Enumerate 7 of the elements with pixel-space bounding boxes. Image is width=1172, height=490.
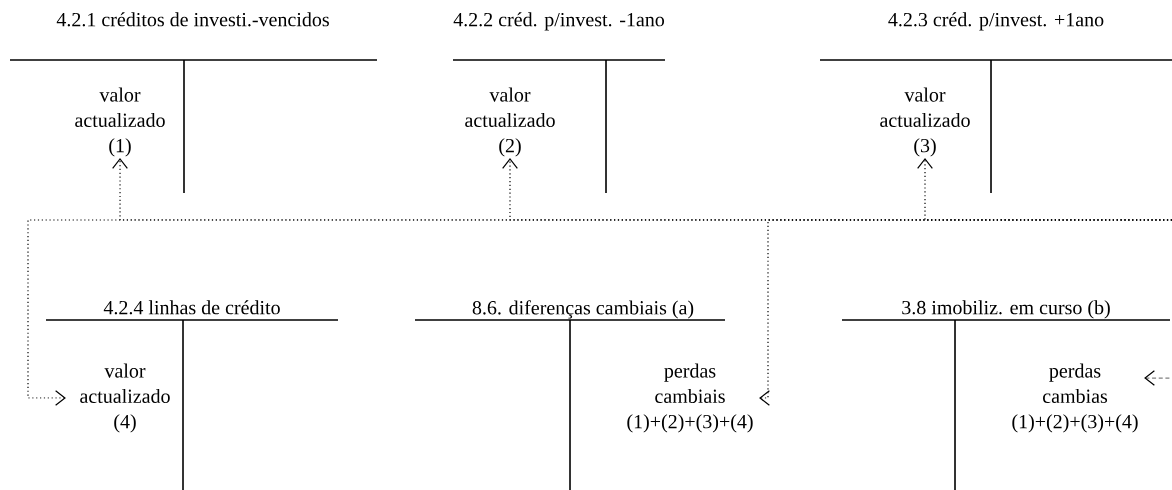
entry-text: valor actualizado (2) [465, 87, 555, 157]
arrow [759, 219, 1172, 406]
entry-text: perdas cambias (1)+(2)+(3)+(4) [1012, 363, 1138, 433]
entry-text: valor actualizado (3) [880, 87, 970, 157]
entry-text: perdas cambiais (1)+(2)+(3)+(4) [627, 363, 753, 433]
entry-text: valor actualizado (1) [75, 87, 165, 157]
entry-text: valor actualizado (4) [80, 363, 170, 433]
